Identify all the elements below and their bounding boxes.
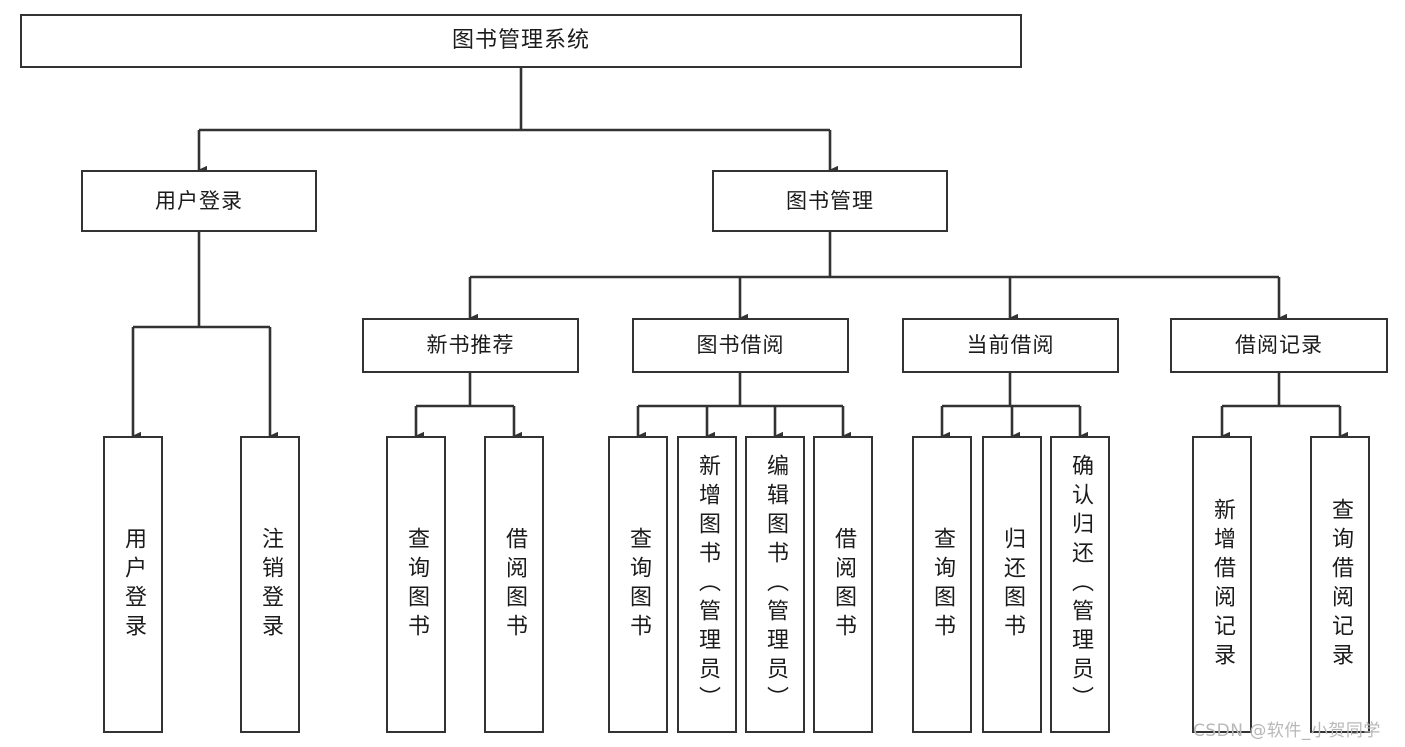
node-l2-borrow[interactable]: 图书借阅 bbox=[632, 318, 849, 373]
node-label: 新增借阅记录 bbox=[1210, 497, 1235, 672]
csdn-watermark: CSDN @软件_小贺同学 bbox=[1193, 721, 1381, 741]
node-label: 图书管理 bbox=[786, 188, 874, 213]
node-l3-userlogin[interactable]: 用户登录 bbox=[103, 436, 163, 733]
node-l1-login[interactable]: 用户登录 bbox=[81, 170, 317, 232]
node-label: 图书管理系统 bbox=[451, 28, 590, 54]
node-l2-current[interactable]: 当前借阅 bbox=[902, 318, 1119, 373]
node-l2-newbook[interactable]: 新书推荐 bbox=[362, 318, 579, 373]
node-l3-returnbook[interactable]: 归还图书 bbox=[982, 436, 1042, 733]
node-l3-querybook2[interactable]: 查询图书 bbox=[608, 436, 668, 733]
node-label: 查询借阅记录 bbox=[1328, 497, 1353, 672]
node-l3-querybook3[interactable]: 查询图书 bbox=[912, 436, 972, 733]
node-label: 新书推荐 bbox=[426, 333, 515, 358]
node-l1-bookmgmt[interactable]: 图书管理 bbox=[712, 170, 948, 232]
node-label: 当前借阅 bbox=[966, 333, 1055, 358]
node-label: 编辑图书（管理员） bbox=[763, 454, 788, 715]
node-l3-borrowbook2[interactable]: 借阅图书 bbox=[813, 436, 873, 733]
node-l3-querybook1[interactable]: 查询图书 bbox=[386, 436, 446, 733]
node-label: 借阅图书 bbox=[502, 526, 527, 643]
node-l3-queryrecord[interactable]: 查询借阅记录 bbox=[1310, 436, 1370, 733]
node-label: 借阅记录 bbox=[1235, 333, 1323, 358]
node-l3-addrecord[interactable]: 新增借阅记录 bbox=[1192, 436, 1252, 733]
node-label: 借阅图书 bbox=[831, 526, 856, 643]
node-label: 用户登录 bbox=[155, 188, 243, 213]
node-label: 图书借阅 bbox=[696, 333, 785, 358]
node-label: 查询图书 bbox=[626, 526, 651, 643]
node-label: 确认归还（管理员） bbox=[1068, 454, 1093, 715]
node-label: 归还图书 bbox=[1000, 526, 1025, 643]
node-l3-editbook[interactable]: 编辑图书（管理员） bbox=[745, 436, 805, 733]
node-root[interactable]: 图书管理系统 bbox=[20, 14, 1022, 68]
node-label: 查询图书 bbox=[930, 526, 955, 643]
node-l3-borrowbook1[interactable]: 借阅图书 bbox=[484, 436, 544, 733]
node-label: 查询图书 bbox=[404, 526, 429, 643]
node-label: 注销登录 bbox=[258, 526, 283, 643]
node-label: 新增图书（管理员） bbox=[695, 454, 720, 715]
node-l3-logout[interactable]: 注销登录 bbox=[240, 436, 300, 733]
node-l3-confirmret[interactable]: 确认归还（管理员） bbox=[1050, 436, 1110, 733]
node-l2-record[interactable]: 借阅记录 bbox=[1170, 318, 1388, 373]
node-label: 用户登录 bbox=[121, 526, 146, 643]
node-l3-addbook[interactable]: 新增图书（管理员） bbox=[677, 436, 737, 733]
